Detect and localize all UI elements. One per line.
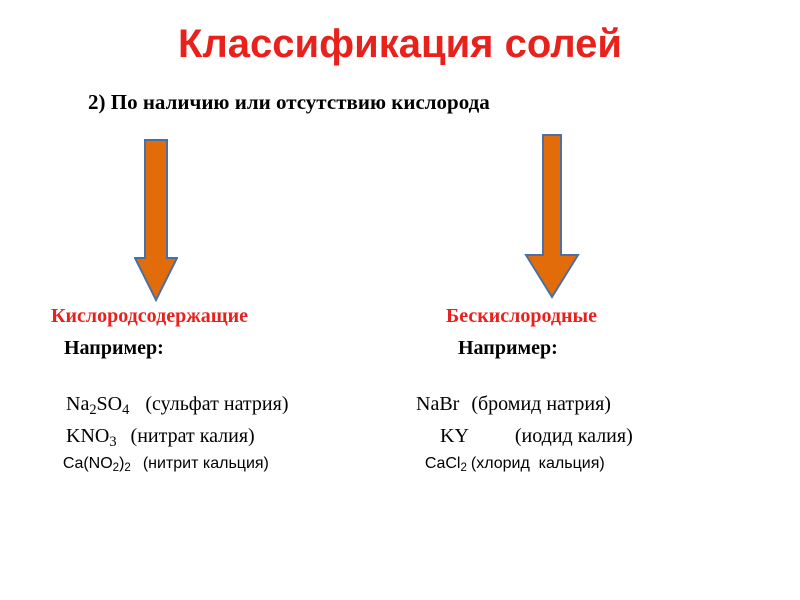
- salt-item: KNO3 (нитрат калия): [56, 402, 255, 451]
- arrow-down-left-icon: [134, 139, 178, 302]
- salt-name: (иодид калия): [514, 425, 633, 447]
- salt-formula: KY: [440, 425, 469, 447]
- salt-name: (хлорид кальция): [470, 455, 605, 472]
- salt-name: (нитрат калия): [130, 425, 255, 447]
- salt-item: Ca(NO2)2 (нитрит кальция): [54, 437, 269, 475]
- salt-name: (бромид натрия): [471, 393, 611, 415]
- salt-formula: KNO3: [66, 425, 117, 451]
- arrow-down-right-icon: [524, 134, 580, 299]
- salt-formula: Ca(NO2)2: [62, 455, 131, 475]
- salt-item: NaBr (бромид натрия): [406, 370, 611, 416]
- example-label-left: Например:: [64, 337, 164, 359]
- salt-formula: NaBr: [416, 393, 460, 415]
- salt-name: (сульфат натрия): [145, 393, 289, 415]
- page-title: Классификация солей: [177, 22, 623, 66]
- salt-item: KY (иодид калия): [430, 402, 633, 448]
- salt-item: CaCl2(хлорид кальция): [416, 437, 605, 475]
- salt-item: Na2SO4 (сульфат натрия): [56, 370, 289, 419]
- heading-oxygen-free: Бескислородные: [446, 305, 598, 327]
- heading-oxygen-containing: Кислородсодержащие: [51, 305, 248, 327]
- example-label-right: Например:: [458, 337, 558, 359]
- salt-formula: Na2SO4: [66, 393, 130, 419]
- salt-name: (нитрит кальция): [142, 455, 269, 472]
- salt-formula: CaCl2: [424, 455, 467, 475]
- subtitle: 2) По наличию или отсутствию кислорода: [88, 90, 490, 114]
